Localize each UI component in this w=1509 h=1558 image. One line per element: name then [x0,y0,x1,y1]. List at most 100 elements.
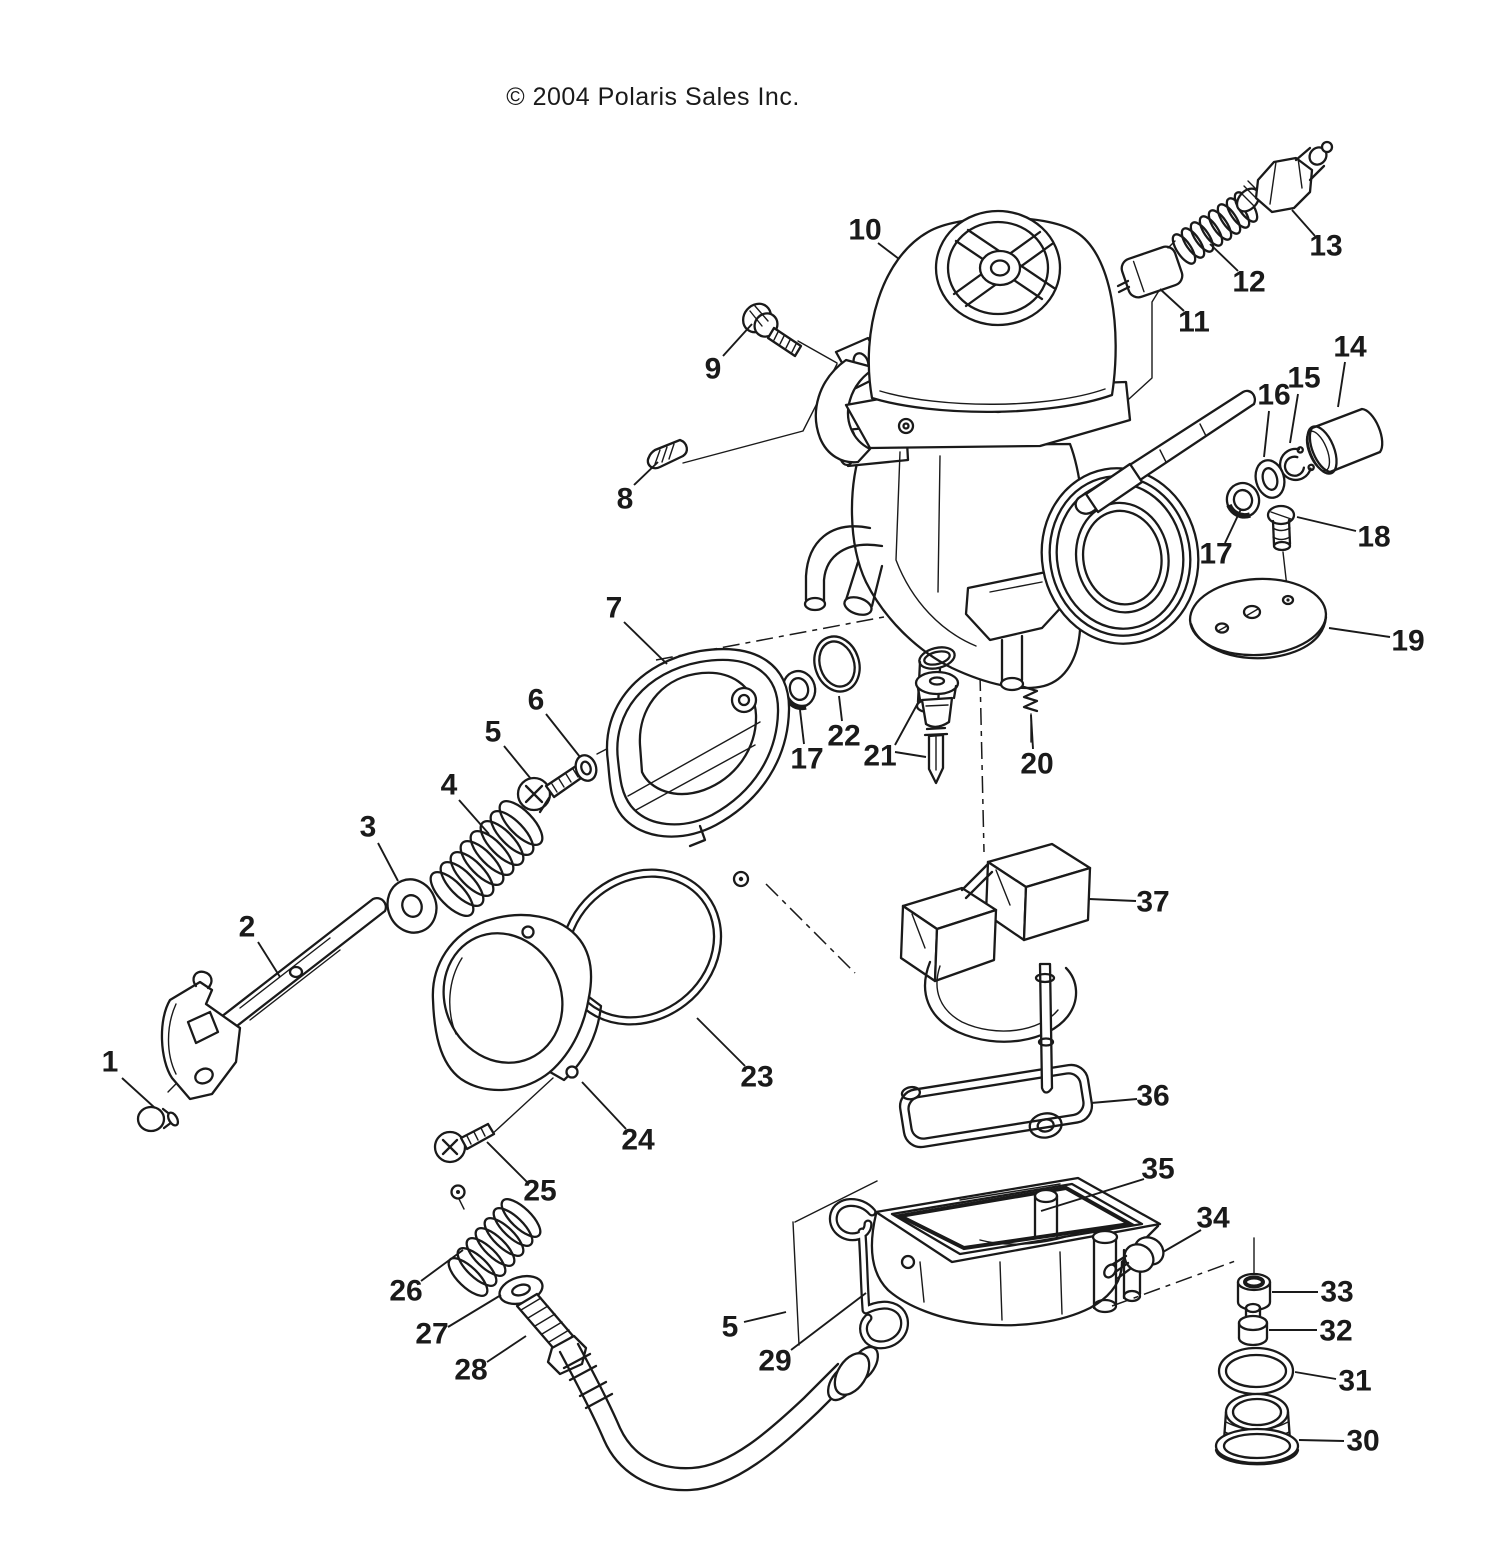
leader-line-4 [458,799,490,835]
callout-17-16: 17 [1199,538,1232,571]
part-29-wire-clip [828,1198,910,1350]
leader-line-17 [799,709,805,745]
leader-line-34 [1162,1229,1202,1253]
part-4-spring [429,796,551,917]
callout-34-35: 34 [1196,1202,1230,1235]
callout-32-33: 32 [1319,1315,1352,1348]
callout-10-9: 10 [848,214,881,247]
leader-line-3 [377,842,399,882]
part-33-jet-cap [1236,1272,1272,1312]
leader-line-12 [1209,243,1239,272]
leader-line-27 [447,1294,502,1328]
callout-36-37: 36 [1136,1080,1169,1113]
part-21-needle-valve [914,646,960,785]
callout-15-14: 15 [1287,362,1320,395]
callout-7-6: 7 [606,592,623,625]
callout-28-28: 28 [454,1354,487,1387]
callout-22-21: 22 [827,720,860,753]
callout-8-7: 8 [617,483,634,516]
leader-line-2 [257,941,281,978]
leader-line-21 [894,700,920,746]
callout-21-20: 21 [863,740,896,773]
leader-line-35 [1040,1178,1145,1212]
callout-26-26: 26 [389,1275,422,1308]
callout-14-13: 14 [1333,331,1367,364]
part-30-plug [1214,1392,1300,1466]
leader-line-11 [1159,288,1185,312]
leader-line-21 [894,751,927,758]
part-5-screw-top [516,764,586,812]
part-36-bowl-gasket [898,1063,1094,1149]
callout-18-17: 18 [1357,521,1390,554]
part-19-cover-plate [1188,577,1328,660]
callout-20-19: 20 [1020,748,1053,781]
part-34-drain-screw [1103,1236,1165,1280]
part-7-diaphragm-chamber [605,648,791,888]
callout-30-31: 30 [1346,1425,1379,1458]
leader-line-17 [1224,508,1242,544]
leader-line-5 [743,1311,787,1323]
leader-line-10 [877,242,900,260]
leader-line-19 [1328,627,1391,638]
part-22-o-ring [813,635,861,693]
part-13-cable-fitting [1235,140,1334,214]
callout-25-25: 25 [523,1175,556,1208]
callout-37-38: 37 [1136,886,1169,919]
leader-line-6 [545,713,581,758]
leader-line-26 [420,1249,464,1282]
leader-line-20 [1030,714,1034,750]
leader-line-30 [1298,1439,1345,1442]
callout-13-12: 13 [1309,230,1342,263]
callout-33-34: 33 [1320,1276,1353,1309]
part-1-plug [136,1105,180,1133]
callout-19-18: 19 [1391,625,1424,658]
part-17-seal-right [1225,481,1261,519]
part-14-boot [1305,407,1384,475]
part-18-screw [1266,504,1296,552]
part-10-diaphragm-cover [867,209,1117,414]
part-16-washer [1254,459,1286,499]
leader-line-23 [696,1017,746,1067]
callout-11-10: 11 [1178,306,1210,339]
leader-line-16 [1263,410,1270,458]
part-9-screw [741,302,803,358]
leader-line-22 [838,695,843,722]
part-35-float-bowl [870,1176,1162,1327]
leader-line-37 [1088,898,1137,902]
callout-5-29: 5 [722,1311,739,1344]
leader-line-31 [1294,1371,1337,1380]
part-26-spring [447,1184,542,1297]
part-31-o-ring [1217,1346,1295,1396]
callout-16-15: 16 [1257,379,1290,412]
part-20-spring [1022,685,1039,713]
leader-line-13 [1291,209,1316,237]
callout-3-2: 3 [360,811,377,844]
leader-line-14 [1337,361,1346,408]
leader-line-8 [633,461,659,486]
part-11-plunger [1116,240,1184,299]
callout-1-0: 1 [102,1046,119,1079]
part-32-jet [1237,1302,1269,1347]
callout-6-5: 6 [528,684,545,717]
callout-5-4: 5 [485,716,502,749]
part-2-choke-lever-shaft [160,897,387,1101]
callout-labels: 1234567891011121314151617181920212217232… [102,209,1425,1458]
callout-35-36: 35 [1141,1153,1174,1186]
leader-line-18 [1296,516,1357,532]
callout-23-23: 23 [740,1061,773,1094]
leader-line-7 [623,621,668,665]
callout-29-30: 29 [758,1345,791,1378]
callout-24-24: 24 [621,1124,655,1157]
leader-line-25 [486,1141,528,1183]
callout-17-22: 17 [790,743,823,776]
leader-line-5 [503,745,532,780]
callout-9-8: 9 [705,353,722,386]
callout-2-1: 2 [239,911,256,944]
leader-line-24 [581,1081,627,1130]
leader-line-29 [790,1292,867,1351]
part-8-screw [646,438,688,470]
leader-line-36 [1090,1098,1138,1104]
part-24-diaphragm-cover-plate [431,913,603,1092]
